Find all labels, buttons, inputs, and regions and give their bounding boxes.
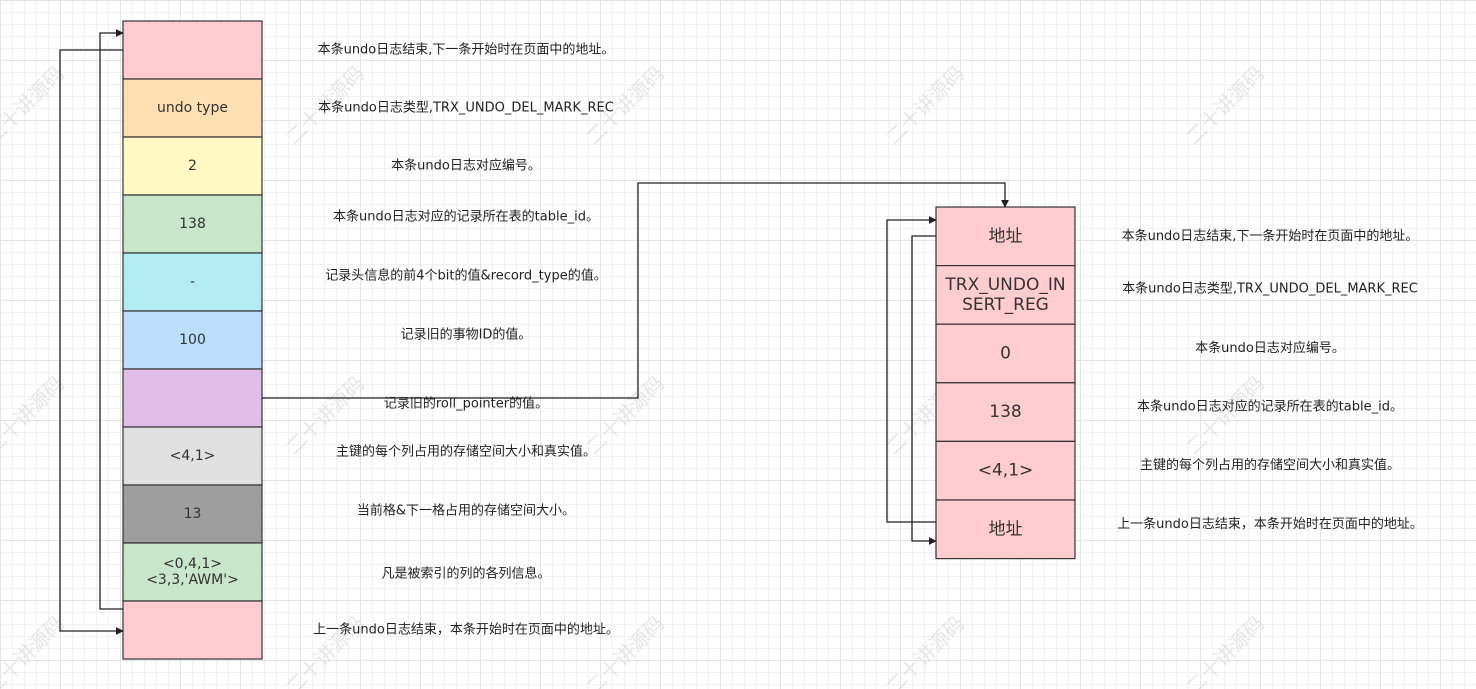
left-record-field-1 — [122, 78, 263, 138]
right-field-descriptions: 本条undo日志结束,下一条开始时在页面中的地址。本条undo日志类型,TRX_… — [1117, 228, 1423, 532]
right-desc-5: 上一条undo日志结束，本条开始时在页面中的地址。 — [1117, 516, 1423, 532]
left-desc-2: 本条undo日志对应编号。 — [391, 158, 541, 174]
left-record-field-5-label: 100 — [179, 332, 206, 348]
watermark-text: 二十讲源码 — [1181, 371, 1269, 459]
left-next-to-prev-arrow — [59, 49, 124, 635]
left-desc-3: 本条undo日志对应的记录所在表的table_id。 — [333, 209, 599, 225]
left-record-field-6 — [122, 368, 263, 428]
left-record-field-3 — [122, 194, 263, 254]
left-desc-10: 上一条undo日志结束，本条开始时在页面中的地址。 — [313, 622, 619, 638]
left-desc-0: 本条undo日志结束,下一条开始时在页面中的地址。 — [318, 42, 615, 58]
right-record-field-5-label: 地址 — [989, 519, 1023, 539]
left-desc-1: 本条undo日志类型,TRX_UNDO_DEL_MARK_REC — [318, 100, 614, 116]
right-record-field-2 — [935, 323, 1076, 384]
left-record-field-9-label: <3,3,'AWM'> — [146, 572, 239, 588]
watermark-text: 二十讲源码 — [1181, 61, 1269, 149]
right-desc-3: 本条undo日志对应的记录所在表的table_id。 — [1137, 399, 1403, 415]
watermark-text: 二十讲源码 — [0, 611, 69, 689]
watermark-text: 二十讲源码 — [0, 61, 69, 149]
left-record-field-0 — [122, 20, 263, 80]
watermark-text: 二十讲源码 — [881, 61, 969, 149]
right-record-field-5 — [935, 499, 1076, 560]
left-field-descriptions: 本条undo日志结束,下一条开始时在页面中的地址。本条undo日志类型,TRX_… — [313, 42, 619, 638]
right-desc-2: 本条undo日志对应编号。 — [1195, 340, 1345, 356]
left-prev-to-next-arrow — [99, 29, 124, 610]
right-next-to-prev-arrow — [911, 235, 937, 545]
right-record-field-4-label: <4,1> — [978, 461, 1034, 481]
left-record-field-7-label: <4,1> — [170, 448, 216, 464]
left-record-field-4-label: - — [190, 274, 195, 290]
right-record-field-1 — [935, 265, 1076, 325]
left-record-field-10 — [122, 600, 263, 660]
left-record-field-4 — [122, 252, 263, 312]
right-record-field-1-label: SERT_REG — [962, 295, 1049, 315]
watermark-text: 二十讲源码 — [1181, 611, 1269, 689]
left-record-field-3-label: 138 — [179, 216, 206, 232]
left-record-field-2 — [122, 136, 263, 196]
right-record-field-4 — [935, 440, 1076, 501]
right-record-field-2-label: 0 — [1000, 344, 1011, 364]
connector-lines — [59, 29, 1009, 635]
right-desc-4: 主键的每个列占用的存储空间大小和真实值。 — [1140, 457, 1400, 473]
right-desc-0: 本条undo日志结束,下一条开始时在页面中的地址。 — [1122, 228, 1419, 244]
left-record-field-8-label: 13 — [184, 506, 202, 522]
roll-pointer-arrow — [262, 182, 1009, 399]
watermark-text: 二十讲源码 — [881, 611, 969, 689]
left-desc-9: 凡是被索引的列的各列信息。 — [381, 566, 550, 582]
right-desc-1: 本条undo日志类型,TRX_UNDO_DEL_MARK_REC — [1122, 280, 1418, 296]
left-desc-6: 记录旧的roll_pointer的值。 — [384, 396, 548, 412]
right-record-field-1-label: TRX_UNDO_IN — [944, 275, 1065, 295]
left-record-field-1-label: undo type — [157, 100, 228, 116]
left-record-field-7 — [122, 426, 263, 486]
right-record-field-0-label: 地址 — [989, 226, 1023, 246]
left-record-field-8 — [122, 484, 263, 544]
right-record-field-3-label: 138 — [989, 402, 1021, 422]
left-record-field-2-label: 2 — [188, 158, 197, 174]
left-record-field-5 — [122, 310, 263, 370]
right-record-field-3 — [935, 382, 1076, 442]
left-desc-7: 主键的每个列占用的存储空间大小和真实值。 — [336, 444, 596, 460]
left-record-field-9 — [122, 542, 263, 602]
left-desc-5: 记录旧的事物ID的值。 — [401, 327, 532, 343]
left-desc-4: 记录头信息的前4个bit的值&record_type的值。 — [325, 268, 606, 284]
left-desc-8: 当前格&下一格占用的存储空间大小。 — [357, 503, 575, 519]
left-undo-record: undo type 2 138 - 100 <4,1> 13 <0,4,1><3,3,'AWM… — [122, 20, 263, 660]
watermark-text: 二十讲源码 — [0, 371, 69, 459]
left-record-field-9-label: <0,4,1> — [163, 556, 222, 572]
